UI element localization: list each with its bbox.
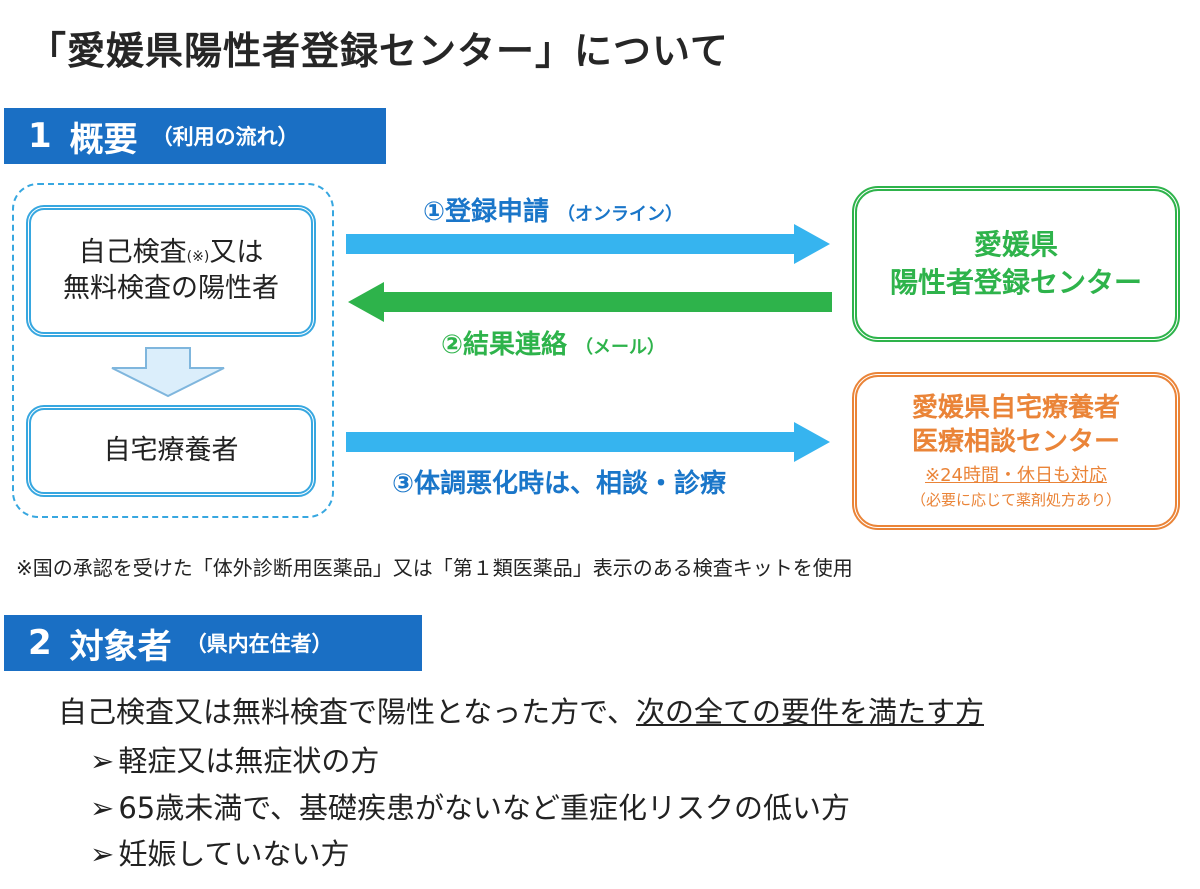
home-care-label: 自宅療養者 (103, 434, 239, 466)
home-care-box: 自宅療養者 (26, 405, 316, 497)
flow-arrow-consult (346, 422, 830, 462)
section-number: 2 (28, 623, 52, 663)
flow-label-register: ①登録申請（オンライン） (423, 197, 684, 227)
flow-arrow-result (348, 282, 832, 322)
section-number: 1 (28, 116, 52, 156)
registration-center-line1: 愛媛県 (973, 228, 1058, 262)
flow-arrow-register (346, 224, 830, 264)
requirement-item: ➢軽症又は無症状の方 (90, 744, 380, 778)
bullet-arrow-icon: ➢ (90, 791, 115, 825)
bullet-arrow-icon: ➢ (90, 744, 115, 778)
section-subtitle: （利用の流れ） (151, 125, 299, 149)
patient-box-line1: 自己検査(※)又は (78, 236, 264, 268)
requirement-item: ➢65歳未満で、基礎疾患がないなど重症化リスクの低い方 (90, 791, 851, 825)
footnote-marker: (※) (186, 248, 210, 265)
flow-label-consult: ③体調悪化時は、相談・診療 (392, 469, 727, 499)
section-header-eligibility: 2 対象者 （県内在住者） (4, 615, 422, 671)
patient-box-line2: 無料検査の陽性者 (63, 273, 279, 304)
medical-center-line1: 愛媛県自宅療養者 (911, 392, 1120, 423)
patient-box: 自己検査(※)又は 無料検査の陽性者 (26, 205, 316, 337)
section-header-overview: 1 概要 （利用の流れ） (4, 108, 386, 164)
requirements-emphasis: 次の全ての要件を満たす方 (635, 695, 984, 729)
flow-label-result: ②結果連絡（メール） (441, 330, 666, 360)
section-subtitle: （県内在住者） (185, 632, 333, 656)
requirement-item: ➢妊娠していない方 (90, 837, 350, 871)
registration-center-box: 愛媛県 陽性者登録センター (852, 186, 1180, 342)
registration-center-line2: 陽性者登録センター (889, 266, 1142, 299)
down-arrow-icon (111, 347, 225, 398)
patient-flow-group (12, 183, 334, 518)
medical-center-line2: 医療相談センター (911, 426, 1120, 457)
medical-consultation-box: 愛媛県自宅療養者 医療相談センター ※24時間・休日も対応 （必要に応じて薬剤処… (852, 372, 1180, 530)
section-name: 対象者 (69, 626, 172, 667)
page-title: 「愛媛県陽性者登録センター」について (28, 29, 729, 73)
availability-note: ※24時間・休日も対応 (925, 465, 1107, 487)
bullet-arrow-icon: ➢ (90, 837, 115, 871)
section-name: 概要 (69, 119, 138, 160)
requirements-lead: 自己検査又は無料検査で陽性となった方で、次の全ての要件を満たす方 (58, 695, 984, 729)
prescription-note: （必要に応じて薬剤処方あり） (910, 491, 1121, 510)
test-kit-footnote: ※国の承認を受けた「体外診断用医薬品」又は「第１類医薬品」表示のある検査キットを… (16, 556, 853, 580)
